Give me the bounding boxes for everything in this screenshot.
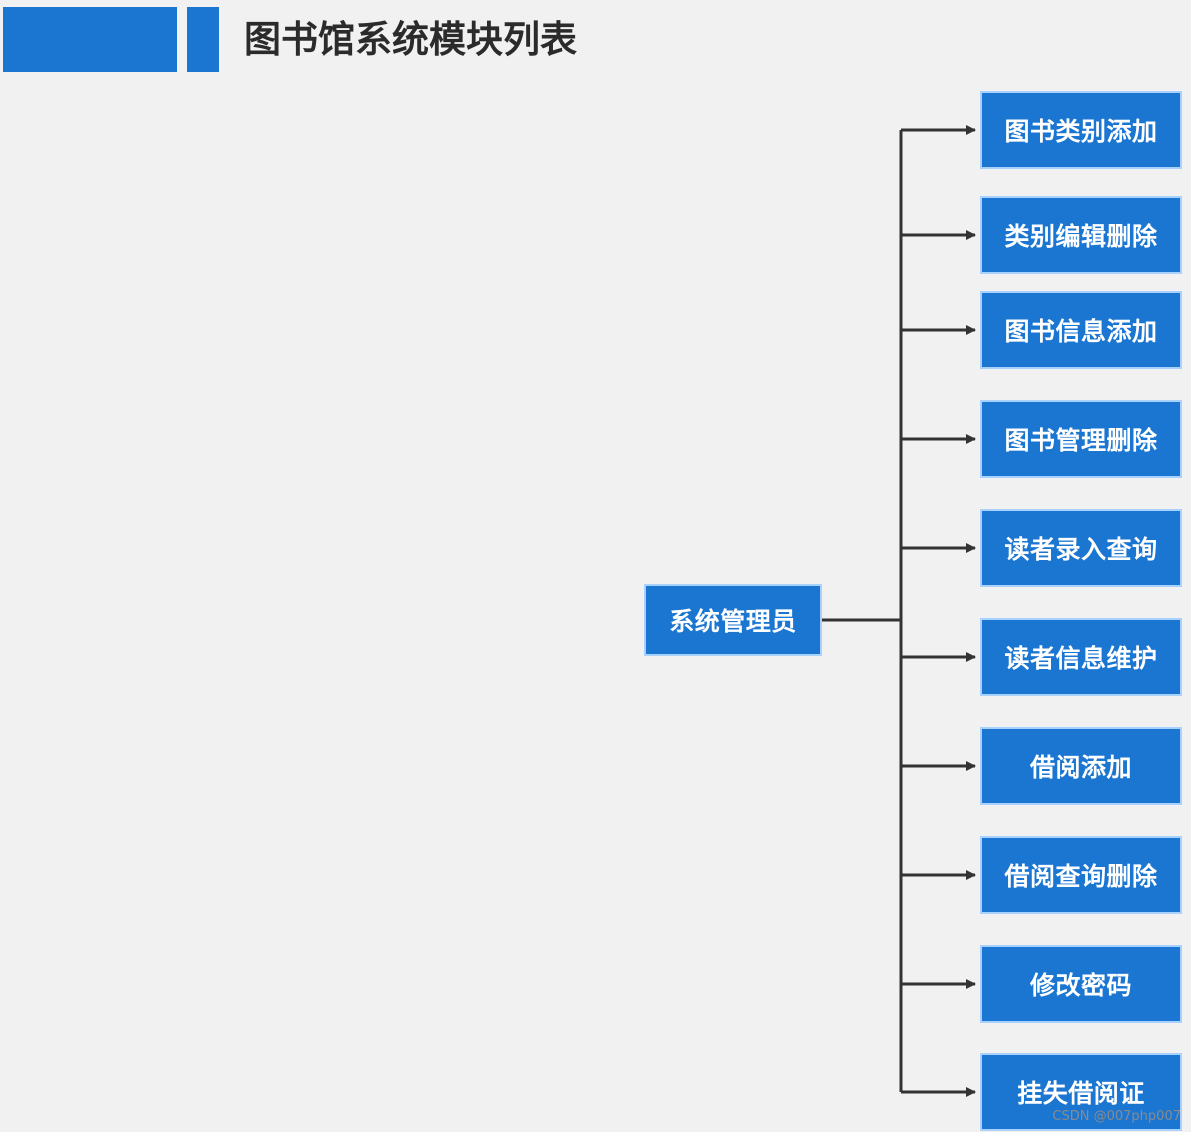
module-node-label: 修改密码 xyxy=(1029,971,1132,1000)
module-node-borrow-query-delete[interactable]: 借阅查询删除 xyxy=(980,836,1182,914)
module-node-reader-entry-query[interactable]: 读者录入查询 xyxy=(980,509,1182,587)
root-node-system-admin[interactable]: 系统管理员 xyxy=(644,584,822,656)
module-node-change-password[interactable]: 修改密码 xyxy=(980,945,1182,1023)
module-node-report-card-lost[interactable]: 挂失借阅证 xyxy=(980,1053,1182,1131)
module-node-label: 图书信息添加 xyxy=(1004,317,1158,346)
module-node-borrow-add[interactable]: 借阅添加 xyxy=(980,727,1182,805)
module-node-book-manage-delete[interactable]: 图书管理删除 xyxy=(980,400,1182,478)
module-node-label: 图书类别添加 xyxy=(1004,117,1158,146)
module-node-label: 挂失借阅证 xyxy=(1017,1079,1145,1108)
module-node-label: 借阅添加 xyxy=(1029,753,1132,782)
branch-lines xyxy=(901,125,976,1097)
module-node-book-info-add[interactable]: 图书信息添加 xyxy=(980,291,1182,369)
module-node-label: 借阅查询删除 xyxy=(1004,862,1158,891)
module-node-reader-info-maintain[interactable]: 读者信息维护 xyxy=(980,618,1182,696)
module-node-category-add[interactable]: 图书类别添加 xyxy=(980,91,1182,169)
title-decoration-bar xyxy=(3,7,177,72)
watermark: CSDN @007php007 xyxy=(1052,1109,1181,1124)
root-node-label: 系统管理员 xyxy=(669,607,797,636)
title-decoration-accent xyxy=(187,7,219,72)
module-node-label: 类别编辑删除 xyxy=(1004,222,1158,251)
module-node-label: 图书管理删除 xyxy=(1004,426,1158,455)
module-node-label: 读者录入查询 xyxy=(1004,535,1158,564)
module-node-label: 读者信息维护 xyxy=(1004,644,1158,673)
module-node-category-edit-delete[interactable]: 类别编辑删除 xyxy=(980,196,1182,274)
page-title: 图书馆系统模块列表 xyxy=(244,18,577,61)
